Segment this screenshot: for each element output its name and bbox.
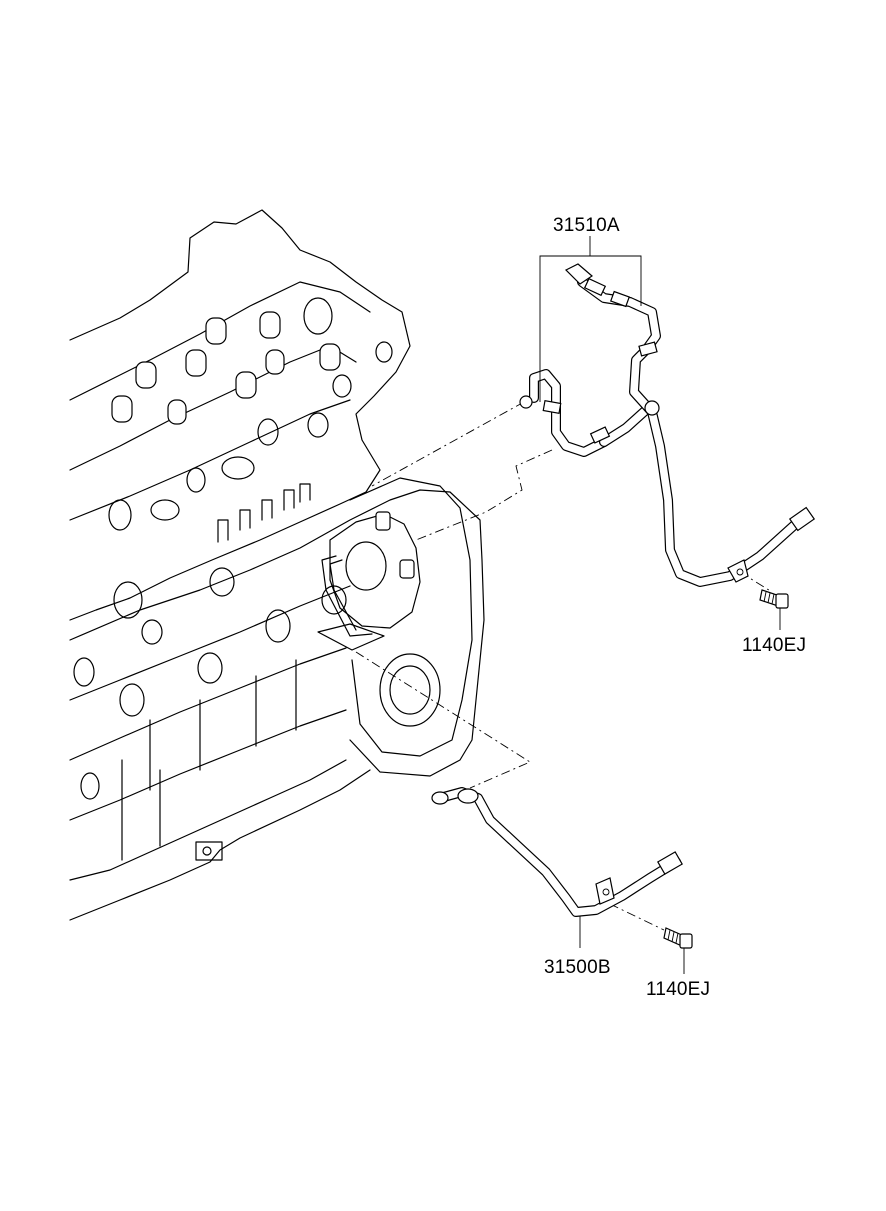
fuel-feed-tube-drawing	[519, 236, 816, 587]
part-label-31510A: 31510A	[553, 215, 620, 236]
bolt-lower-drawing	[663, 927, 693, 974]
part-label-1140EJ-lower: 1140EJ	[646, 979, 711, 1000]
part-label-31500B: 31500B	[544, 957, 611, 978]
engine-block-drawing	[69, 209, 485, 921]
part-label-1140EJ-upper: 1140EJ	[742, 635, 807, 656]
bolt-upper-drawing	[759, 589, 789, 630]
fuel-return-tube-drawing	[431, 787, 683, 948]
